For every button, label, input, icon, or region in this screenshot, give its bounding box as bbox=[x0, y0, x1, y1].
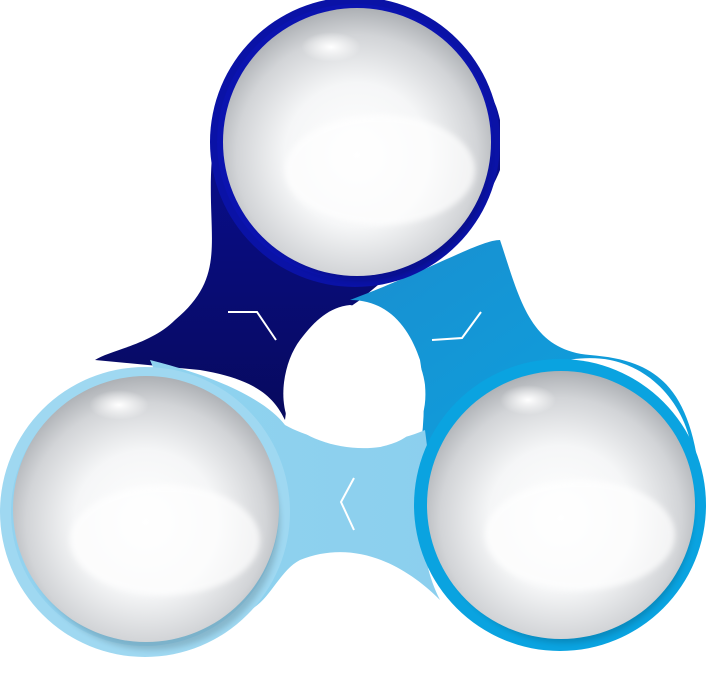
node-sphere-left bbox=[13, 376, 279, 642]
right-arm-connector bbox=[350, 240, 700, 480]
sphere-highlight bbox=[89, 390, 149, 420]
node-sphere-right bbox=[427, 371, 695, 639]
sphere-highlight bbox=[301, 32, 361, 62]
chevron-arrow-icon bbox=[228, 311, 277, 341]
node-sphere-top bbox=[223, 8, 491, 276]
center-hole bbox=[283, 305, 426, 449]
sphere-highlight bbox=[500, 385, 556, 415]
chevron-arrow-icon bbox=[339, 477, 355, 531]
chevron-arrow-icon bbox=[431, 311, 482, 341]
